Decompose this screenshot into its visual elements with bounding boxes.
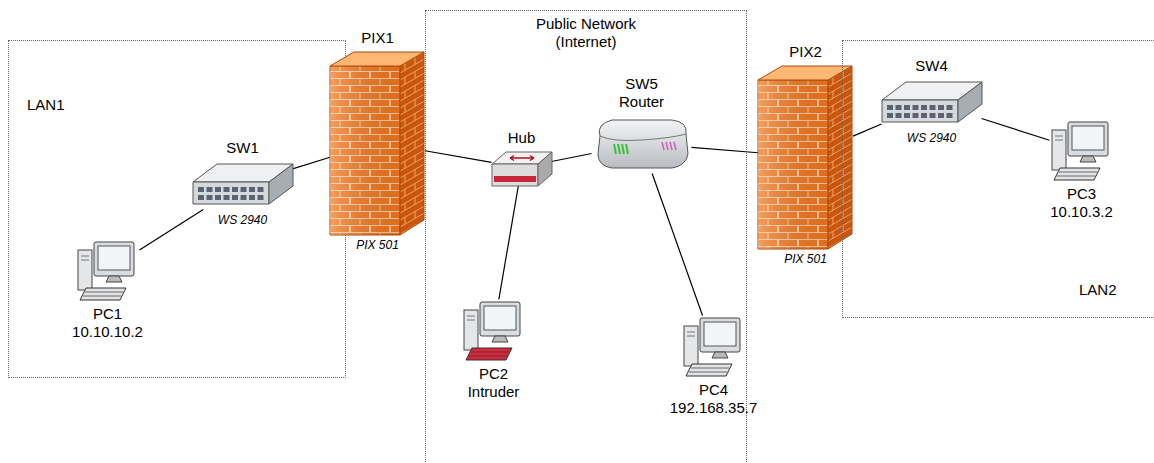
network-link — [552, 154, 592, 162]
network-zone: Public Network (Internet) Hub SW5RouterPC2… — [425, 10, 747, 463]
computer-icon — [682, 316, 746, 378]
label-group: PIX1 — [361, 29, 394, 47]
zone-label-box: Public Network (Internet) — [521, 15, 651, 51]
device-label: Hub — [508, 129, 536, 147]
switch-icon — [882, 78, 982, 128]
network-link — [140, 210, 204, 251]
device-label: PC4 — [670, 381, 758, 399]
device-label: PIX1 — [361, 29, 394, 47]
firewall: PIX1PIX 501 — [330, 50, 425, 235]
label-group: PIX 501 — [784, 252, 827, 267]
device-label: SW4 — [915, 57, 948, 75]
zone-label: Public Network (Internet) — [521, 15, 651, 51]
label-group: SW1 — [226, 139, 259, 157]
network-link — [425, 151, 492, 163]
computer-icon — [1050, 120, 1114, 182]
device-label: SW5 — [619, 75, 664, 93]
device-label: PC1 — [72, 305, 143, 323]
firewall: PIX2PIX 501 — [758, 64, 853, 249]
router: SW5Router — [592, 114, 692, 174]
label-group: PIX 501 — [356, 238, 399, 253]
hub-icon — [492, 150, 552, 186]
network-hub: Hub — [492, 150, 552, 186]
device-label: 10.10.3.2 — [1050, 203, 1113, 221]
device-label: Router — [619, 93, 664, 111]
label-group: WS 2940 — [907, 131, 956, 146]
model-label: WS 2940 — [907, 131, 956, 146]
label-group: Hub — [508, 129, 536, 147]
computer-icon — [76, 240, 140, 302]
firewall-icon — [330, 50, 425, 235]
label-group: PC110.10.10.2 — [72, 305, 143, 341]
network-switch: SW1WS 2940 — [193, 160, 293, 210]
network-link — [293, 157, 331, 169]
label-group: SW5Router — [619, 75, 664, 111]
network-switch: SW4WS 2940 — [882, 78, 982, 128]
zone-label-box: LAN2 — [1079, 281, 1117, 299]
zone-label: LAN1 — [27, 96, 65, 114]
network-zone: LAN1SW1WS 2940PC110.10.10.2 — [8, 40, 346, 378]
model-label: PIX 501 — [784, 252, 827, 267]
router-icon — [592, 114, 692, 174]
network-link — [853, 124, 882, 136]
label-group: PC2Intruder — [468, 365, 520, 401]
network-link — [982, 119, 1050, 141]
firewall-icon — [758, 64, 853, 249]
label-group: PC310.10.3.2 — [1050, 185, 1113, 221]
model-label: WS 2940 — [218, 213, 267, 228]
zone-label: LAN2 — [1079, 281, 1117, 299]
label-group: PC4192.168.35.7 — [670, 381, 758, 417]
device-label: PC2 — [468, 365, 520, 383]
device-label: 192.168.35.7 — [670, 399, 758, 417]
network-zone: LAN2SW4WS 2940PC310.10.3.2 — [842, 40, 1154, 318]
switch-icon — [193, 160, 293, 210]
device-label: Intruder — [468, 383, 520, 401]
computer: PC310.10.3.2 — [1050, 120, 1114, 182]
device-label: PC3 — [1050, 185, 1113, 203]
network-link — [652, 174, 702, 316]
label-group: PIX2 — [789, 43, 822, 61]
model-label: PIX 501 — [356, 238, 399, 253]
device-label: PIX2 — [789, 43, 822, 61]
computer: PC4192.168.35.7 — [682, 316, 746, 378]
network-link — [692, 147, 759, 152]
label-group: SW4 — [915, 57, 948, 75]
computer-icon — [462, 300, 526, 362]
zone-label-box: LAN1 — [27, 96, 65, 114]
label-group: WS 2940 — [218, 213, 267, 228]
computer: PC110.10.10.2 — [76, 240, 140, 302]
computer: PC2Intruder — [462, 300, 526, 362]
device-label: SW1 — [226, 139, 259, 157]
network-link — [499, 186, 519, 300]
device-label: 10.10.10.2 — [72, 323, 143, 341]
